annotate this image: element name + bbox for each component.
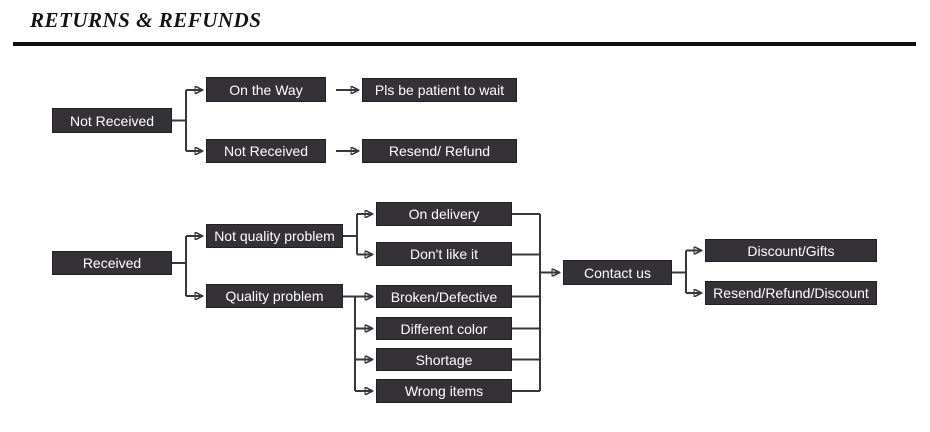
node-broken-defective: Broken/Defective bbox=[376, 285, 512, 308]
page-title: RETURNS & REFUNDS bbox=[30, 8, 262, 32]
node-resend-refund: Resend/ Refund bbox=[362, 139, 517, 163]
node-on-the-way: On the Way bbox=[206, 77, 326, 102]
node-dont-like-it: Don't like it bbox=[376, 242, 512, 266]
node-discount-gifts: Discount/Gifts bbox=[705, 239, 877, 262]
node-wrong-items: Wrong items bbox=[376, 379, 512, 403]
node-different-color: Different color bbox=[376, 317, 512, 340]
node-contact-us: Contact us bbox=[563, 260, 672, 285]
node-resend-refund-discount: Resend/Refund/Discount bbox=[705, 281, 877, 305]
node-not-quality-problem: Not quality problem bbox=[206, 224, 343, 248]
node-not-received-branch: Not Received bbox=[206, 139, 326, 163]
node-quality-problem: Quality problem bbox=[206, 284, 343, 308]
node-pls-be-patient: Pls be patient to wait bbox=[362, 78, 517, 102]
title-divider bbox=[13, 42, 916, 46]
node-on-delivery: On delivery bbox=[376, 202, 512, 226]
node-shortage: Shortage bbox=[376, 348, 512, 371]
node-not-received-root: Not Received bbox=[52, 108, 172, 133]
node-received-root: Received bbox=[52, 251, 172, 275]
